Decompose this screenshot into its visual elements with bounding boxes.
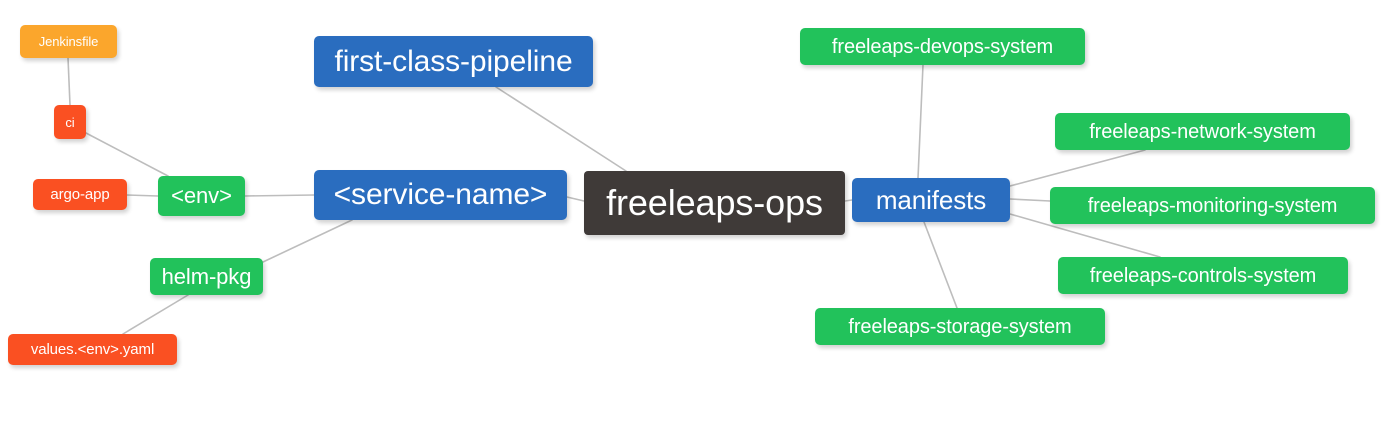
edge-argoapp-env xyxy=(126,194,159,197)
node-freeleaps-storage-system[interactable]: freeleaps-storage-system xyxy=(815,308,1105,345)
node-freeleaps-monitoring-system[interactable]: freeleaps-monitoring-system xyxy=(1050,187,1375,224)
edge-ci-env xyxy=(85,132,169,177)
node-service-name[interactable]: <service-name> xyxy=(314,170,567,220)
node-env[interactable]: <env> xyxy=(158,176,245,216)
node-freeleaps-network-system[interactable]: freeleaps-network-system xyxy=(1055,113,1350,150)
edge-manifests-network xyxy=(1009,149,1146,187)
edge-env-servicename xyxy=(244,194,315,197)
edge-helmpkg-values xyxy=(122,294,189,335)
node-jenkinsfile[interactable]: Jenkinsfile xyxy=(20,25,117,58)
node-manifests[interactable]: manifests xyxy=(852,178,1010,222)
node-first-class-pipeline[interactable]: first-class-pipeline xyxy=(314,36,593,87)
node-freeleaps-ops[interactable]: freeleaps-ops xyxy=(584,171,845,235)
node-argo-app[interactable]: argo-app xyxy=(33,179,127,210)
edge-manifests-storage xyxy=(923,221,958,309)
node-helm-pkg[interactable]: helm-pkg xyxy=(150,258,263,295)
edge-servicename-ops xyxy=(566,196,585,202)
edge-jenkinsfile-ci xyxy=(67,57,71,106)
edge-manifests-monitoring xyxy=(1009,198,1051,202)
node-freeleaps-controls-system[interactable]: freeleaps-controls-system xyxy=(1058,257,1348,294)
node-ci[interactable]: ci xyxy=(54,105,86,139)
node-values-yaml[interactable]: values.<env>.yaml xyxy=(8,334,177,365)
edge-ops-manifests xyxy=(844,199,853,202)
edge-manifests-devops xyxy=(917,64,924,179)
edge-servicename-helmpkg xyxy=(262,219,353,263)
node-freeleaps-devops-system[interactable]: freeleaps-devops-system xyxy=(800,28,1085,65)
edge-pipeline-ops xyxy=(495,86,627,172)
